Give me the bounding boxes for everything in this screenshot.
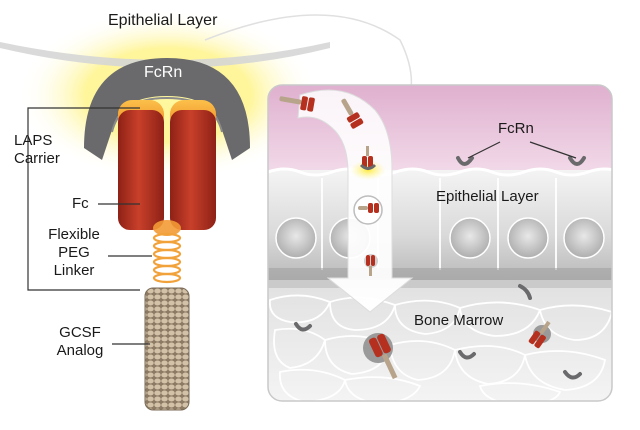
- laps-molecule-4: [358, 203, 379, 213]
- fcrn-receptors: [294, 156, 586, 380]
- laps-molecule-2: [341, 98, 364, 129]
- label-gcsf-line2: Analog: [56, 342, 104, 359]
- label-flex-line3: Linker: [53, 262, 95, 279]
- panel-border: [267, 84, 613, 402]
- laps-molecule-1: [279, 96, 315, 112]
- label-flex-line1: Flexible: [48, 226, 100, 243]
- leader-lines: [27, 107, 152, 345]
- laps-molecule-7: [528, 320, 551, 349]
- label-flex-line2: PEG: [58, 244, 90, 261]
- label-bone-marrow: Bone Marrow: [414, 312, 504, 329]
- gcsf-analog-shade: [144, 287, 190, 411]
- gcsf-analog-column: [145, 288, 189, 410]
- laps-molecule-3: [359, 146, 377, 170]
- label-laps-line2: Carrier: [14, 150, 60, 167]
- peg-linker-spring: [152, 232, 182, 284]
- transport-arrow: [297, 89, 414, 313]
- label-laps-line1: LAPS: [14, 132, 53, 149]
- label-fcrn-head: FcRn: [144, 64, 183, 81]
- fc-base-glow: [153, 220, 181, 236]
- fcrn-pointer-lines: [467, 141, 577, 159]
- label-fcrn-panel: FcRn: [498, 120, 534, 137]
- label-gcsf-line1: GCSF: [59, 324, 101, 341]
- epithelial-arc: [0, 42, 330, 68]
- label-epithelial-top: Epithelial Layer: [108, 12, 218, 29]
- label-fc: Fc: [72, 195, 89, 212]
- fcrn-cap: [84, 58, 250, 160]
- fc-left-chain: [118, 110, 164, 230]
- fc-right-chain: [170, 110, 216, 230]
- laps-molecule-6: [368, 333, 398, 380]
- tissue-panel: [268, 85, 612, 401]
- trajectory-arc: [204, 14, 413, 111]
- laps-molecule-5: [364, 254, 378, 276]
- label-epithelial-panel: Epithelial Layer: [436, 188, 539, 205]
